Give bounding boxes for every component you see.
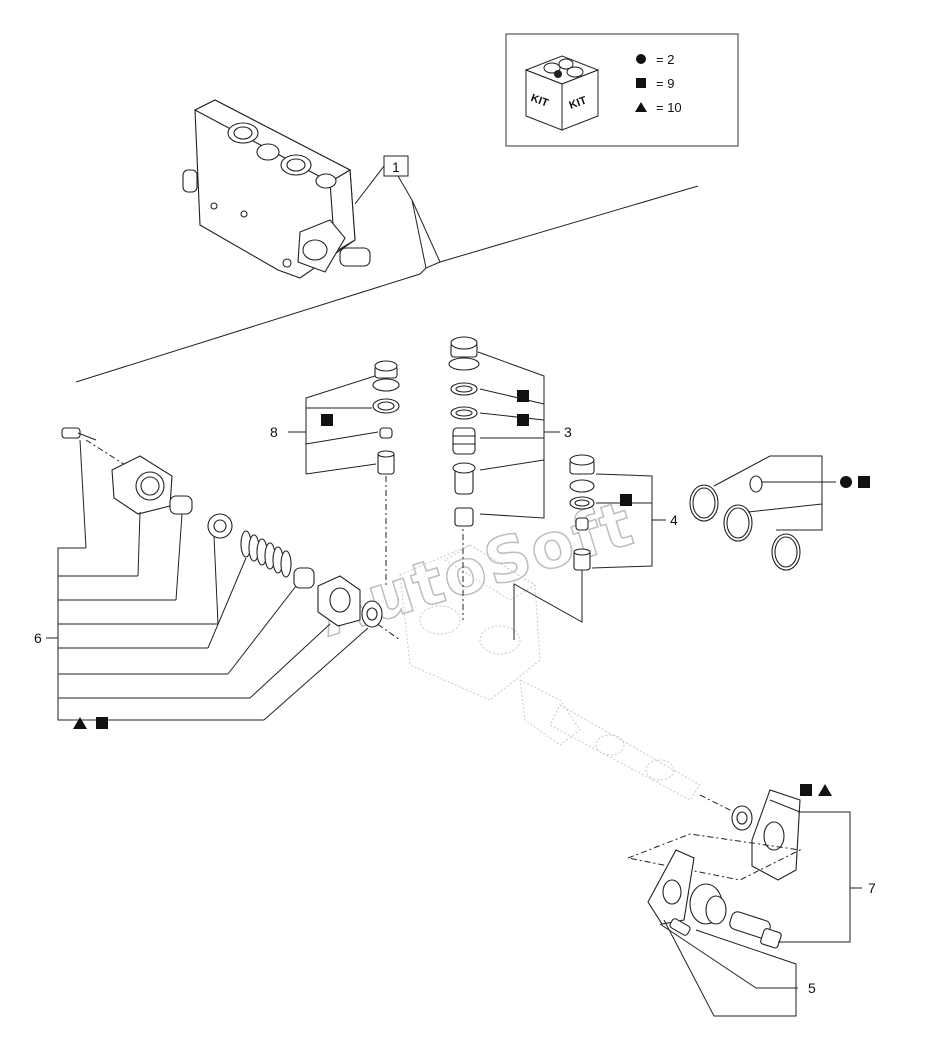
group-8-parts: [372, 360, 400, 475]
circle-symbol: [636, 54, 646, 64]
valve-section-assembly: [182, 99, 371, 279]
callout-8: 8: [270, 375, 379, 475]
callout-3: 3: [477, 351, 572, 519]
callout-6: 6: [34, 439, 369, 729]
triangle-symbol: [818, 784, 832, 796]
triangle-symbol: [635, 102, 647, 112]
group-3-parts: [448, 336, 480, 527]
circle-symbol: [840, 476, 852, 488]
callout-5-label: 5: [808, 980, 816, 996]
kit-label-left: KIT: [529, 92, 550, 109]
callout-7-label: 7: [868, 880, 876, 896]
spring: [240, 530, 292, 578]
callout-1-label: 1: [392, 159, 400, 175]
square-symbol: [858, 476, 870, 488]
square-symbol: [517, 390, 529, 402]
callout-4-label: 4: [670, 512, 678, 528]
valve-body-ghost: [399, 544, 701, 801]
kit-label-right: KIT: [568, 94, 589, 111]
callout-3-label: 3: [564, 424, 572, 440]
kit-square-count: = 9: [656, 76, 674, 91]
group-6-parts: [61, 427, 383, 628]
square-symbol: [96, 717, 108, 729]
kit-triangle-count: = 10: [656, 100, 682, 115]
callout-1: 1: [354, 155, 441, 269]
square-symbol: [636, 78, 646, 88]
callout-6-label: 6: [34, 630, 42, 646]
callout-5: 5: [659, 919, 816, 1017]
square-symbol: [517, 414, 529, 426]
callout-7: 7: [769, 784, 876, 943]
triangle-symbol: [73, 717, 87, 729]
break-line: [75, 185, 699, 383]
kit-box-icon: KIT KIT: [524, 55, 600, 131]
square-symbol: [321, 414, 333, 426]
square-symbol: [800, 784, 812, 796]
o-ring-group: [689, 455, 870, 571]
watermark: AutoSoft: [310, 486, 643, 652]
kit-legend: KIT KIT = 2 = 9 = 10: [505, 33, 739, 147]
callout-4: 4: [513, 473, 678, 640]
group-4-parts: [569, 454, 595, 571]
group-7-parts: [627, 789, 802, 949]
watermark-text: AutoSoft: [311, 486, 642, 651]
kit-circle-count: = 2: [656, 52, 674, 67]
callout-8-label: 8: [270, 424, 278, 440]
square-symbol: [620, 494, 632, 506]
